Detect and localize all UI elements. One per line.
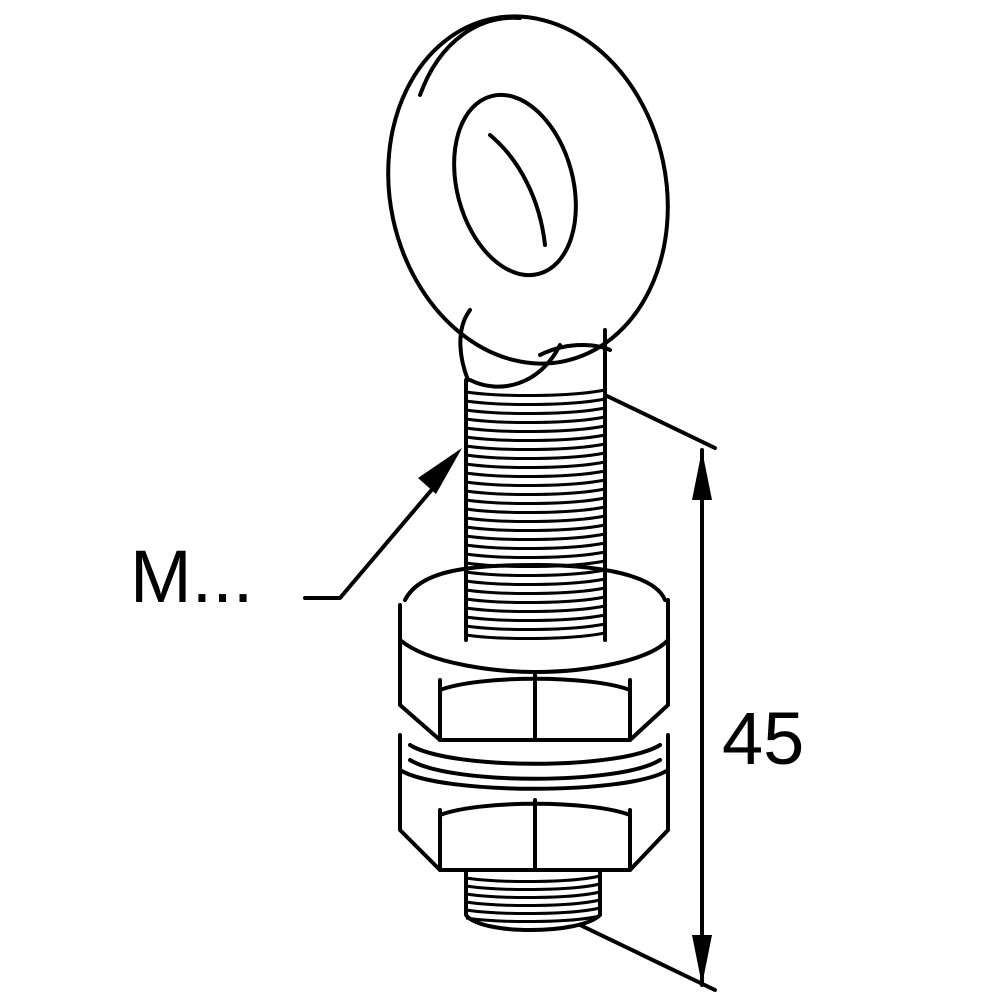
arrow-up-icon [692,450,712,500]
thread-size-label: M... [130,535,254,618]
arrow-down-icon [692,935,712,985]
thread-line [465,914,601,924]
thread-line [465,604,606,614]
thread-line [465,478,606,488]
thread-line [465,874,601,884]
thread-line [465,496,606,506]
thread-line [465,622,606,632]
thread-line [465,532,606,542]
thread-line [465,568,606,578]
thread-stub [464,870,602,932]
thread-line [465,882,601,892]
length-dimension-label: 45 [722,697,805,780]
thread-line [465,451,606,461]
thread-line [465,415,606,425]
thread-line [465,890,601,900]
length-dimension-line [578,393,717,992]
thread-line [465,613,606,623]
thread-line [465,577,606,587]
thread-line [465,388,606,398]
thread-leader-line [303,448,462,600]
thread-line [465,586,606,596]
lower-nut [398,733,670,872]
eye-neck [458,308,612,397]
thread-line [465,433,606,443]
thread-line [465,550,606,560]
eye-ring [386,14,670,366]
thread-line [465,631,606,641]
thread-line [465,397,606,407]
thread-line [465,424,606,434]
thread-line [465,460,606,470]
thread-line [465,514,606,524]
thread-line [465,505,606,515]
thread-line [465,442,606,452]
thread-line [465,406,606,416]
upper-nut [398,563,670,742]
washer [408,743,662,781]
thread-line [465,906,601,916]
threaded-shaft [464,378,607,642]
thread-line [465,469,606,479]
leader-arrow-icon [418,448,462,494]
thread-line [465,487,606,497]
thread-line [465,898,601,908]
thread-line [465,595,606,605]
thread-line [465,541,606,551]
thread-line [465,523,606,533]
